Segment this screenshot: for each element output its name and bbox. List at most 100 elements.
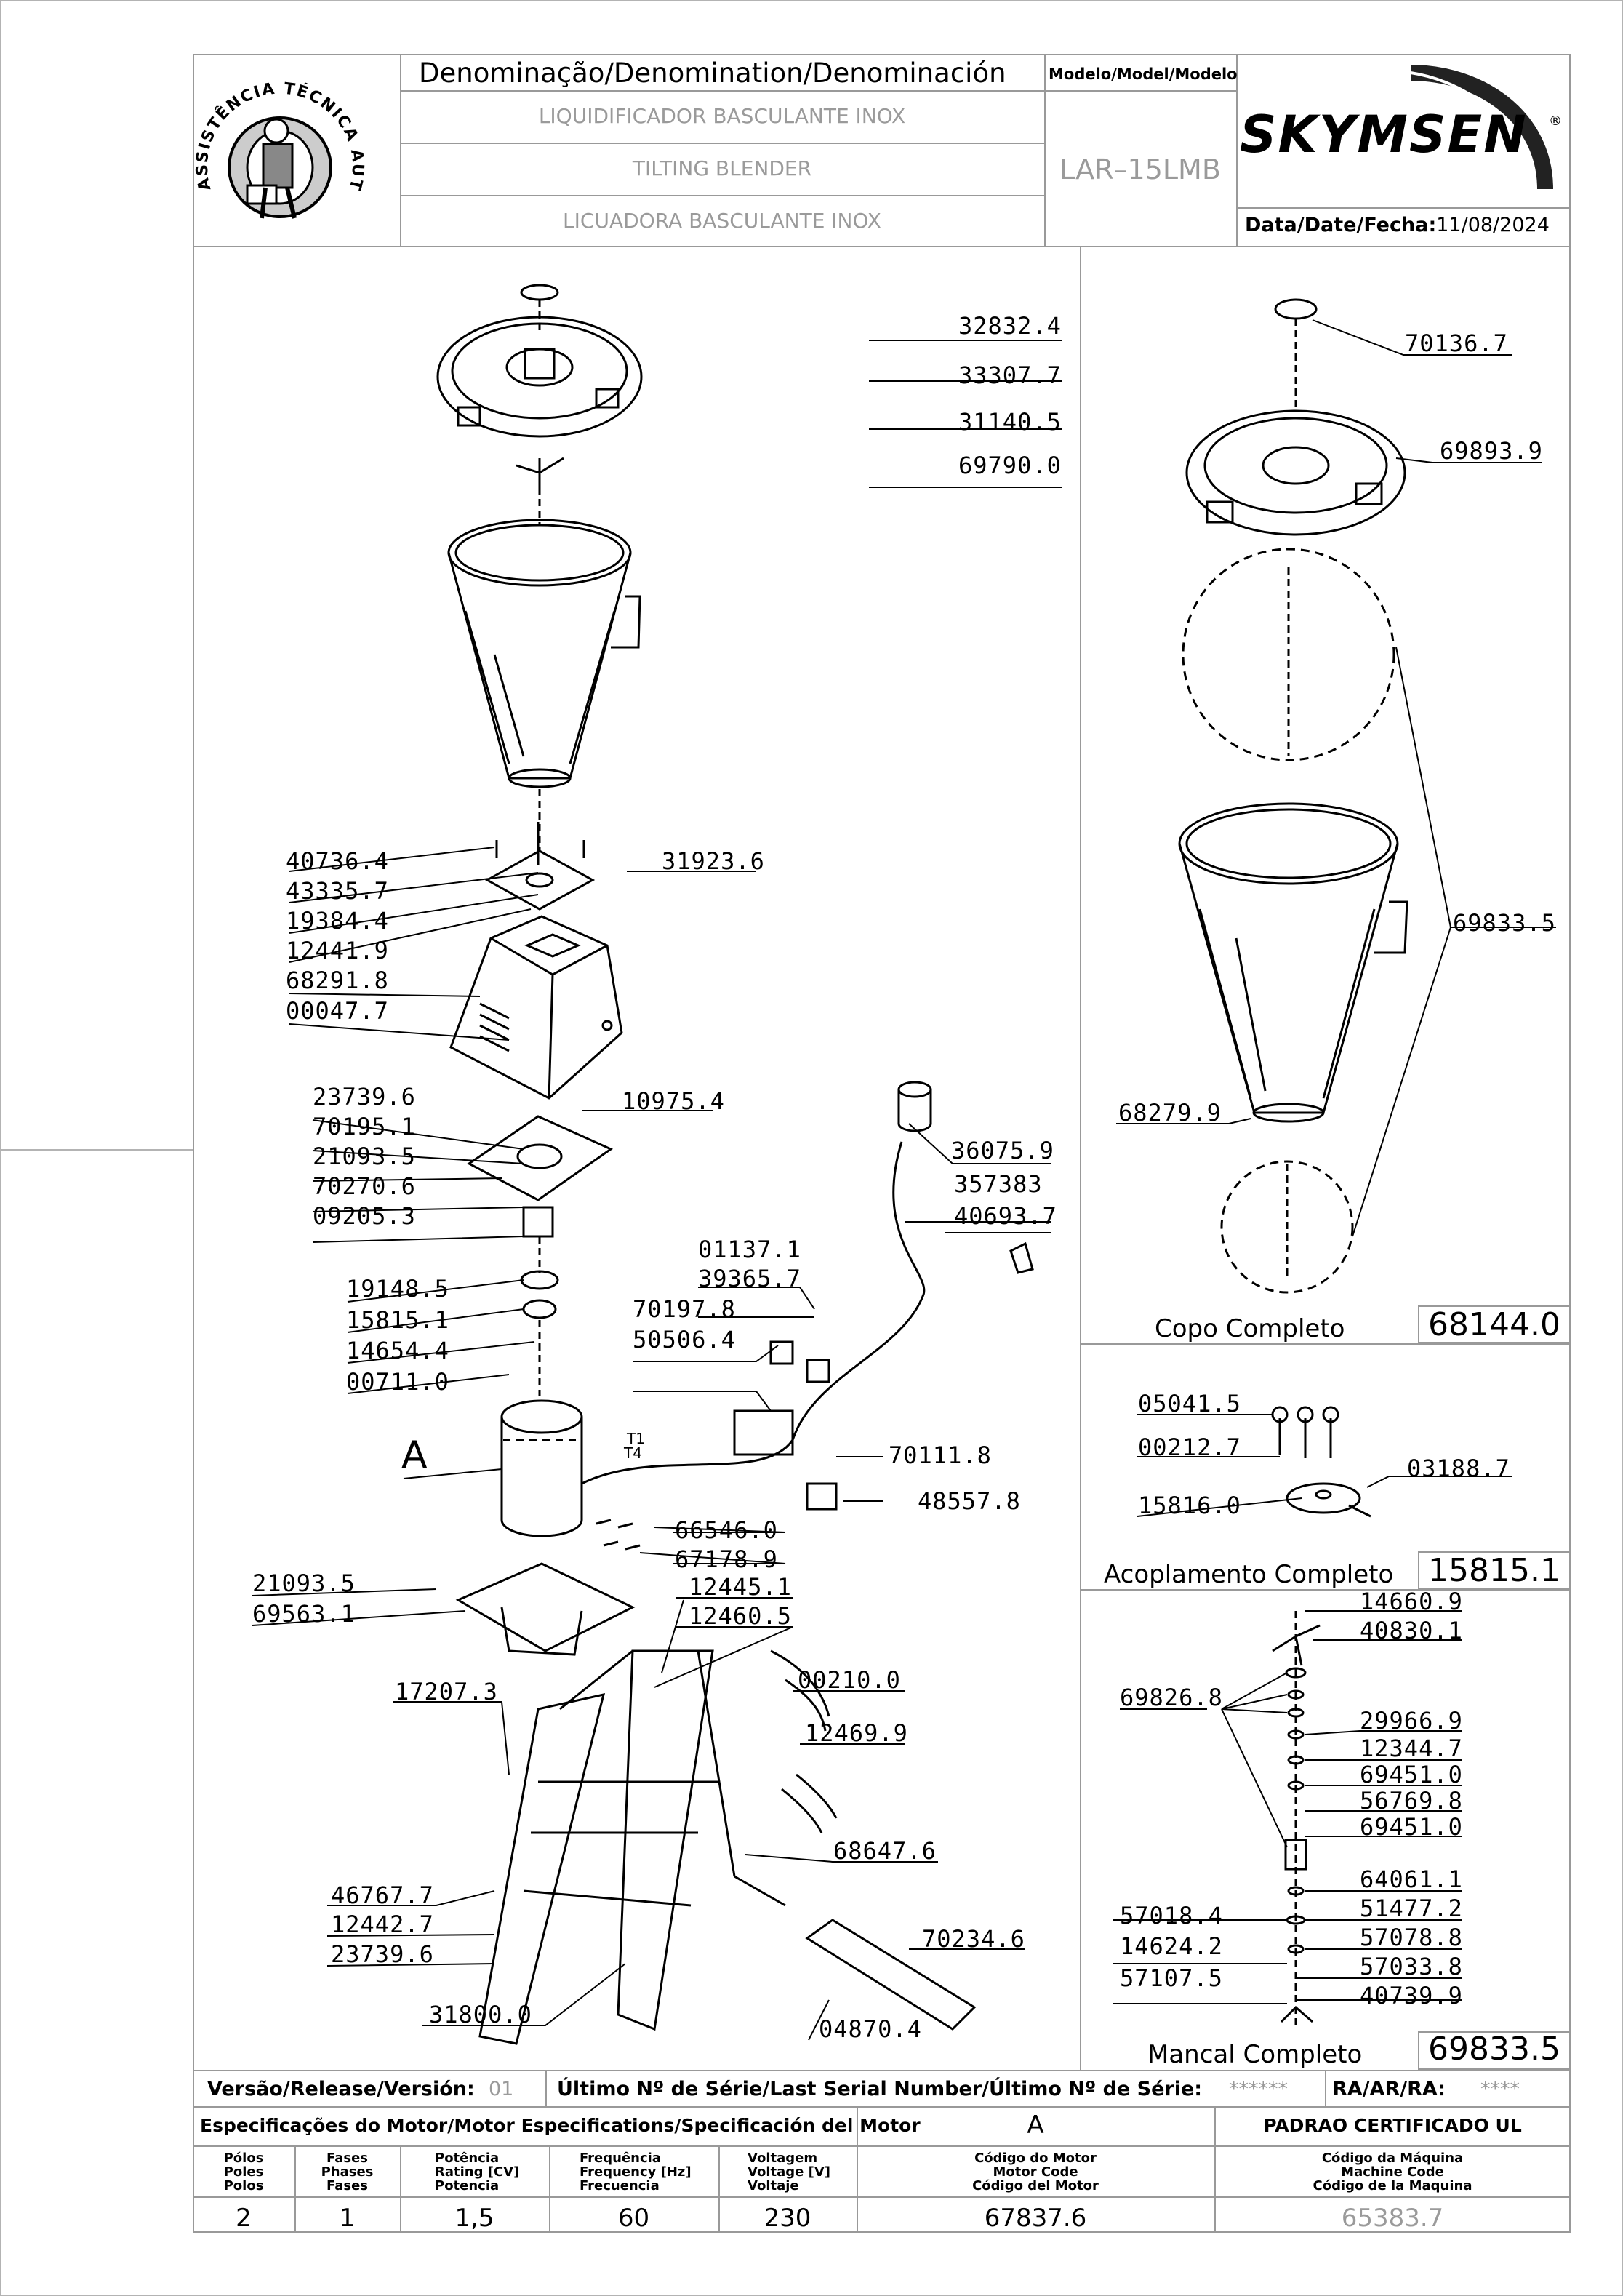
- cup-code: 68144.0: [1428, 1306, 1560, 1343]
- part-label: 40739.9: [1360, 1982, 1463, 2009]
- part-label: 21093.5: [313, 1143, 416, 1170]
- part-label: 00047.7: [286, 997, 389, 1025]
- wire-label: T4: [624, 1444, 642, 1462]
- panel-divider: [1080, 246, 1081, 2070]
- machine-code-value: 65383.7: [1341, 2204, 1444, 2233]
- motor-letter: A: [1027, 2111, 1044, 2140]
- part-label: 14624.2: [1120, 1932, 1223, 1960]
- part-label: 57107.5: [1120, 1964, 1223, 1992]
- motor-callout: A: [401, 1433, 428, 1477]
- rating-value: 1,5: [454, 2204, 494, 2233]
- part-label: 17207.3: [395, 1678, 498, 1705]
- part-label: 69790.0: [958, 452, 1062, 479]
- part-label: 15815.1: [346, 1306, 449, 1334]
- part-label: 12445.1: [689, 1573, 792, 1601]
- part-label: 66546.0: [675, 1516, 778, 1544]
- part-label: 12344.7: [1360, 1735, 1463, 1762]
- ra-label: RA/AR/RA:: [1332, 2078, 1446, 2100]
- part-label: 14654.4: [346, 1337, 449, 1364]
- part-label: 40736.4: [286, 847, 389, 875]
- part-label: 50506.4: [633, 1326, 736, 1353]
- name-en: TILTING BLENDER: [632, 156, 812, 180]
- part-label: 00212.7: [1138, 1433, 1241, 1461]
- part-label: 23739.6: [331, 1940, 434, 1968]
- date-value: 11/08/2024: [1436, 214, 1550, 236]
- part-label: 51477.2: [1360, 1895, 1463, 1922]
- part-label: 357383: [954, 1170, 1043, 1198]
- part-label: 31800.0: [429, 2001, 532, 2028]
- part-label: 70195.1: [313, 1113, 416, 1140]
- part-label: 14660.9: [1360, 1588, 1463, 1615]
- part-label: 01137.1: [698, 1236, 801, 1263]
- serial-value: ******: [1229, 2078, 1288, 2100]
- part-label: 69833.5: [1453, 909, 1556, 937]
- release-value: 01: [489, 2078, 514, 2100]
- model-code: LAR–15LMB: [1059, 153, 1221, 185]
- part-label: 36075.9: [951, 1137, 1054, 1164]
- ra-value: ****: [1480, 2078, 1520, 2100]
- part-label: 04870.4: [819, 2015, 922, 2043]
- part-label: 21093.5: [252, 1569, 356, 1597]
- part-label: 57033.8: [1360, 1953, 1463, 1980]
- ul-label: PADRAO CERTIFICADO UL: [1263, 2115, 1522, 2136]
- poles-value: 2: [236, 2204, 252, 2233]
- cup-title: Copo Completo: [1155, 1314, 1345, 1343]
- part-label: 05041.5: [1138, 1390, 1241, 1417]
- name-pt: LIQUIDIFICADOR BASCULANTE INOX: [538, 104, 906, 128]
- part-label: 12460.5: [689, 1602, 792, 1630]
- part-label: 39365.7: [698, 1265, 801, 1292]
- part-label: 33307.7: [958, 361, 1062, 389]
- voltage-value: 230: [764, 2204, 812, 2233]
- part-label: 46767.7: [331, 1881, 434, 1909]
- skymsen-logo: SKYMSEN ®: [1240, 65, 1563, 204]
- model-title: Modelo/Model/Modelo: [1049, 65, 1238, 83]
- part-label: 15816.0: [1138, 1492, 1241, 1519]
- brand-mark: ®: [1549, 113, 1562, 129]
- part-label: 57018.4: [1120, 1902, 1223, 1929]
- binding-mark: [0, 1149, 193, 1151]
- part-label: 56769.8: [1360, 1787, 1463, 1815]
- bearing-code: 69833.5: [1428, 2031, 1560, 2068]
- part-label: 68279.9: [1118, 1099, 1222, 1127]
- coupling-code: 15815.1: [1428, 1552, 1560, 1589]
- part-label: 64061.1: [1360, 1865, 1463, 1893]
- release-label: Versão/Release/Versión:: [207, 2078, 475, 2100]
- part-label: 09205.3: [313, 1202, 416, 1230]
- denomination-title: Denominação/Denomination/Denominación: [419, 57, 1006, 89]
- bearing-title: Mancal Completo: [1147, 2040, 1363, 2069]
- part-label: 31140.5: [958, 408, 1062, 436]
- part-label: 12441.9: [286, 937, 389, 964]
- name-es: LICUADORA BASCULANTE INOX: [563, 209, 881, 233]
- part-label: 03188.7: [1407, 1455, 1510, 1482]
- part-label: 10975.4: [622, 1087, 725, 1115]
- frequency-value: 60: [617, 2204, 650, 2233]
- part-label: 69826.8: [1120, 1684, 1223, 1711]
- part-label: 68291.8: [286, 967, 389, 994]
- brand-name: SKYMSEN: [1240, 105, 1528, 164]
- date-label: Data/Date/Fecha:: [1245, 214, 1437, 236]
- drawing-frame: [193, 54, 1571, 2233]
- part-label: 40830.1: [1360, 1617, 1463, 1644]
- part-label: 57078.8: [1360, 1924, 1463, 1951]
- phases-value: 1: [339, 2204, 356, 2233]
- part-label: 67178.9: [675, 1545, 778, 1573]
- part-label: 69451.0: [1360, 1761, 1463, 1788]
- part-label: 70197.8: [633, 1295, 736, 1323]
- part-label: 68647.6: [833, 1837, 937, 1865]
- part-label: 00210.0: [798, 1666, 901, 1694]
- part-label: 43335.7: [286, 877, 389, 905]
- part-label: 70136.7: [1405, 329, 1508, 357]
- part-label: 40693.7: [954, 1202, 1057, 1230]
- part-label: 19148.5: [346, 1275, 449, 1303]
- part-label: 32832.4: [958, 312, 1062, 340]
- part-label: 69563.1: [252, 1600, 356, 1628]
- part-label: 70111.8: [889, 1441, 992, 1469]
